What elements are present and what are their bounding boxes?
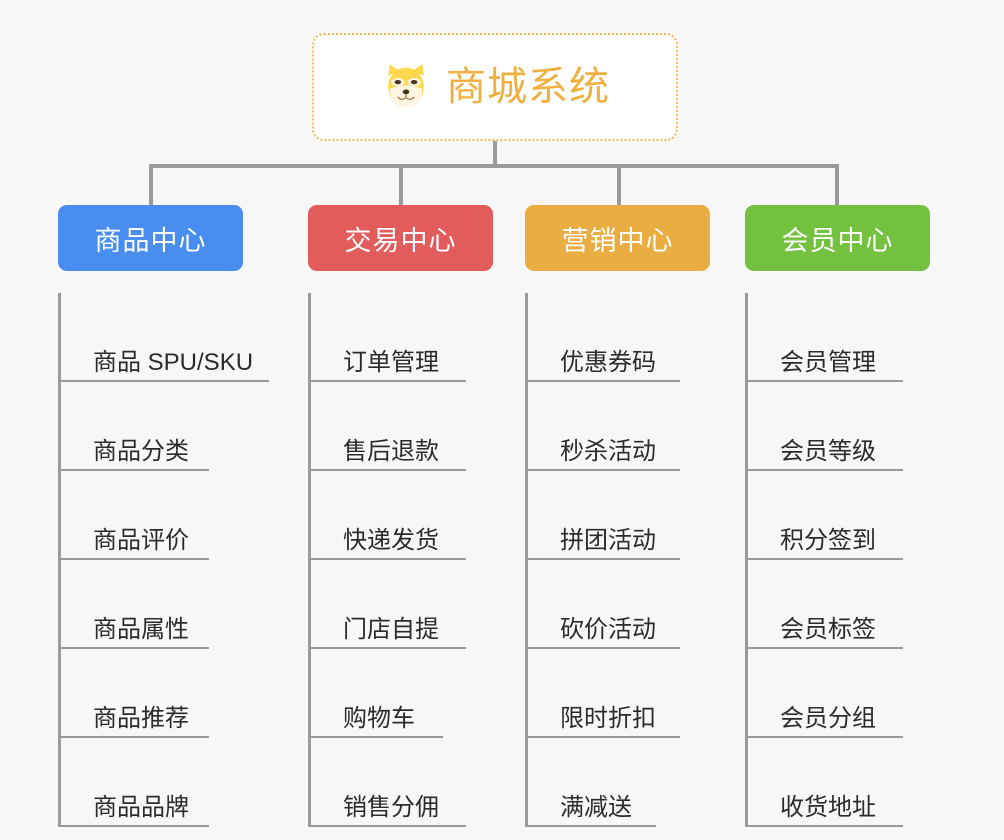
leaf-underline — [748, 469, 903, 471]
leaf-label: 商品评价 — [93, 526, 189, 554]
leaf-underline — [528, 469, 680, 471]
leaf-item[interactable]: 限时折扣 — [528, 649, 739, 738]
leaf-underline — [311, 380, 466, 382]
branch-leaf-list-4: 会员管理 会员等级 积分签到 会员标签 会员分组 收货地址 — [745, 293, 959, 827]
horizontal-bus-connector — [149, 164, 839, 168]
leaf-label: 优惠券码 — [560, 348, 656, 376]
leaf-item[interactable]: 商品分类 — [61, 382, 308, 471]
leaf-label: 商品 SPU/SKU — [93, 348, 254, 376]
leaf-item[interactable]: 快递发货 — [311, 471, 524, 560]
branch-column-4: 会员中心 会员管理 会员等级 积分签到 会员标签 会员分组 — [745, 205, 959, 827]
leaf-label: 积分签到 — [780, 526, 876, 554]
branch-header-label: 营销中心 — [561, 225, 674, 256]
leaf-underline — [311, 736, 443, 738]
branch-header-label: 会员中心 — [781, 225, 894, 256]
root-stem-connector — [493, 141, 497, 166]
leaf-item[interactable]: 会员标签 — [748, 560, 959, 649]
branch-header-3[interactable]: 营销中心 — [525, 205, 710, 271]
drop-connector-3 — [617, 164, 621, 207]
leaf-label: 拼团活动 — [560, 526, 656, 554]
leaf-item[interactable]: 门店自提 — [311, 560, 524, 649]
shiba-dog-face-icon — [388, 64, 424, 108]
leaf-label: 商品品牌 — [93, 793, 189, 821]
branch-leaf-list-2: 订单管理 售后退款 快递发货 门店自提 购物车 销售分佣 — [308, 293, 524, 827]
branch-header-1[interactable]: 商品中心 — [58, 205, 243, 271]
leaf-item[interactable]: 会员分组 — [748, 649, 959, 738]
branch-header-label: 商品中心 — [94, 225, 207, 256]
leaf-item[interactable]: 会员等级 — [748, 382, 959, 471]
leaf-label: 商品推荐 — [93, 704, 189, 732]
leaf-label: 会员标签 — [780, 615, 876, 643]
leaf-underline — [748, 825, 903, 827]
branch-header-label: 交易中心 — [344, 225, 457, 256]
leaf-underline — [528, 558, 680, 560]
drop-connector-1 — [149, 164, 153, 207]
branch-header-4[interactable]: 会员中心 — [745, 205, 930, 271]
leaf-label: 商品分类 — [93, 437, 189, 465]
leaf-underline — [528, 380, 680, 382]
leaf-underline — [311, 825, 466, 827]
leaf-item[interactable]: 积分签到 — [748, 471, 959, 560]
leaf-item[interactable]: 满减送 — [528, 738, 739, 827]
leaf-underline — [61, 380, 269, 382]
leaf-label: 会员等级 — [780, 437, 876, 465]
leaf-item[interactable]: 拼团活动 — [528, 471, 739, 560]
leaf-underline — [311, 647, 466, 649]
leaf-underline — [61, 825, 209, 827]
leaf-label: 秒杀活动 — [560, 437, 656, 465]
branch-column-1: 商品中心 商品 SPU/SKU 商品分类 商品评价 商品属性 商品推荐 — [58, 205, 308, 827]
branch-header-2[interactable]: 交易中心 — [308, 205, 493, 271]
branch-column-2: 交易中心 订单管理 售后退款 快递发货 门店自提 购物车 — [308, 205, 524, 827]
root-title: 商城系统 — [446, 65, 610, 109]
leaf-underline — [528, 825, 656, 827]
leaf-item[interactable]: 收货地址 — [748, 738, 959, 827]
leaf-underline — [528, 647, 680, 649]
leaf-underline — [311, 558, 466, 560]
leaf-item[interactable]: 商品推荐 — [61, 649, 308, 738]
leaf-label: 商品属性 — [93, 615, 189, 643]
leaf-label: 会员管理 — [780, 348, 876, 376]
leaf-underline — [61, 647, 209, 649]
leaf-label: 销售分佣 — [343, 793, 439, 821]
leaf-item[interactable]: 订单管理 — [311, 293, 524, 382]
leaf-item[interactable]: 秒杀活动 — [528, 382, 739, 471]
leaf-label: 会员分组 — [780, 704, 876, 732]
leaf-label: 快递发货 — [343, 526, 439, 554]
drop-connector-2 — [399, 164, 403, 207]
leaf-label: 满减送 — [560, 793, 632, 821]
leaf-underline — [528, 736, 680, 738]
leaf-item[interactable]: 购物车 — [311, 649, 524, 738]
leaf-label: 门店自提 — [343, 615, 439, 643]
leaf-item[interactable]: 销售分佣 — [311, 738, 524, 827]
leaf-underline — [311, 469, 466, 471]
leaf-underline — [748, 558, 903, 560]
leaf-item[interactable]: 商品评价 — [61, 471, 308, 560]
leaf-underline — [748, 736, 903, 738]
leaf-item[interactable]: 砍价活动 — [528, 560, 739, 649]
leaf-underline — [748, 380, 903, 382]
branch-column-3: 营销中心 优惠券码 秒杀活动 拼团活动 砍价活动 限时折扣 — [525, 205, 739, 827]
leaf-label: 订单管理 — [343, 348, 439, 376]
root-node[interactable]: 商城系统 — [312, 33, 678, 141]
branch-leaf-list-1: 商品 SPU/SKU 商品分类 商品评价 商品属性 商品推荐 商品品牌 — [58, 293, 308, 827]
leaf-item[interactable]: 优惠券码 — [528, 293, 739, 382]
leaf-underline — [748, 647, 903, 649]
leaf-label: 购物车 — [343, 704, 415, 732]
leaf-item[interactable]: 会员管理 — [748, 293, 959, 382]
drop-connector-4 — [835, 164, 839, 207]
leaf-item[interactable]: 商品属性 — [61, 560, 308, 649]
leaf-label: 收货地址 — [780, 793, 876, 821]
branch-leaf-list-3: 优惠券码 秒杀活动 拼团活动 砍价活动 限时折扣 满减送 — [525, 293, 739, 827]
leaf-label: 售后退款 — [343, 437, 439, 465]
leaf-underline — [61, 558, 209, 560]
leaf-label: 限时折扣 — [560, 704, 656, 732]
leaf-underline — [61, 469, 209, 471]
leaf-item[interactable]: 售后退款 — [311, 382, 524, 471]
leaf-item[interactable]: 商品 SPU/SKU — [61, 293, 308, 382]
leaf-underline — [61, 736, 209, 738]
leaf-label: 砍价活动 — [560, 615, 656, 643]
leaf-item[interactable]: 商品品牌 — [61, 738, 308, 827]
